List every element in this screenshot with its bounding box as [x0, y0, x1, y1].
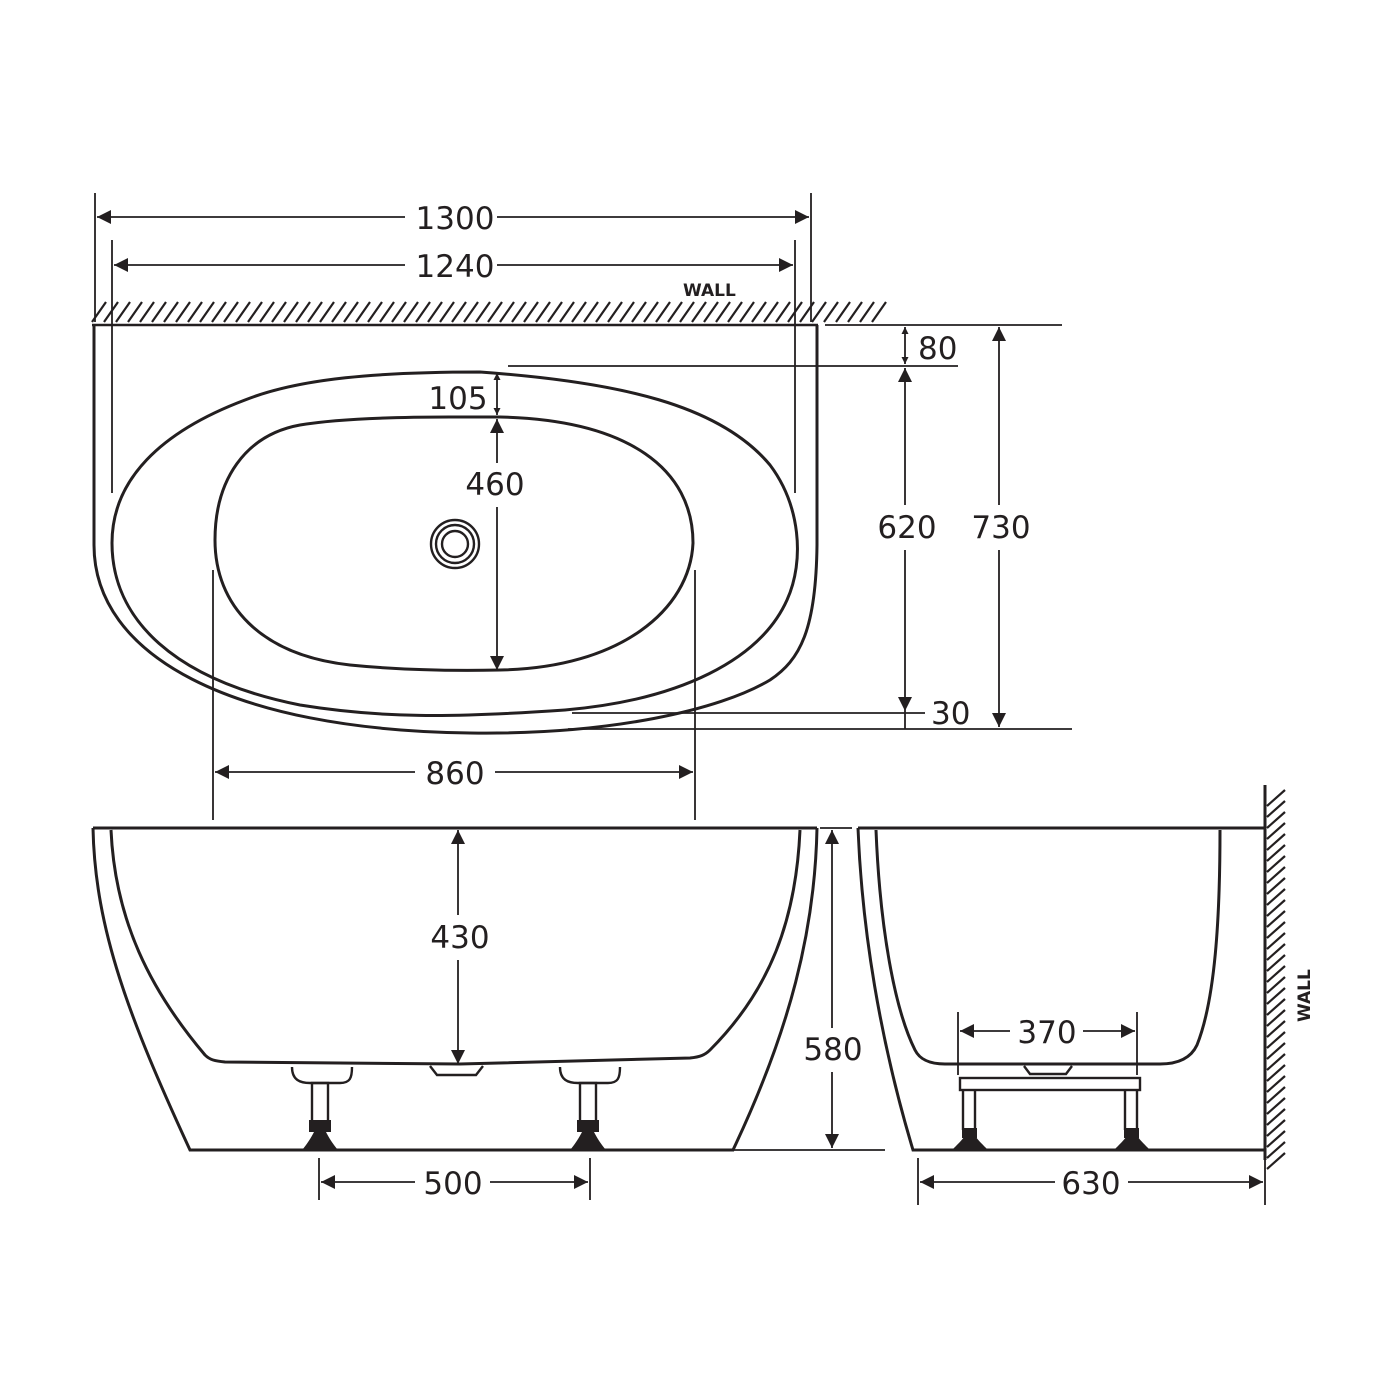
dim-rim-width: 105 [428, 373, 501, 417]
dim-1300-label: 1300 [416, 201, 495, 237]
dim-inner-depth: 430 [430, 830, 490, 1064]
side-elevation: WALL 370 [856, 785, 1315, 1205]
side-outer-shell [856, 827, 1265, 1152]
wall-label-side: WALL [1295, 969, 1315, 1022]
dim-overall-depth: 630 [917, 1158, 1266, 1205]
dim-inner-length: 1240 [111, 240, 796, 493]
drain-icon [429, 518, 481, 570]
dim-500-label: 500 [423, 1166, 482, 1202]
dim-overall-length: 1300 [94, 193, 812, 322]
side-inner-bowl [874, 829, 1222, 1066]
dim-frame-width: 370 [957, 1012, 1138, 1075]
plan-view: WALL 1300 1240 [91, 193, 1072, 820]
dim-370-label: 370 [1017, 1015, 1076, 1051]
wall-label-top: WALL [683, 281, 736, 301]
dim-620-label: 620 [877, 510, 936, 546]
bath-rim-outline [110, 370, 799, 717]
dim-inner-width: 620 [877, 368, 937, 729]
front-outer-shell [91, 827, 819, 1152]
bath-bowl-outline [213, 415, 695, 672]
dim-80-label: 80 [918, 331, 957, 367]
front-leg-left [290, 1066, 354, 1150]
dim-overall-width: 730 [971, 327, 1031, 727]
front-inner-bowl [109, 829, 802, 1066]
dim-1240-label: 1240 [416, 249, 495, 285]
front-elevation: 430 580 500 [91, 826, 885, 1202]
dim-30-label: 30 [931, 696, 970, 732]
dim-730-label: 730 [971, 510, 1030, 546]
dim-wall-offset: 80 [901, 327, 957, 367]
top-wall-hatch [91, 301, 887, 327]
dim-630-label: 630 [1061, 1166, 1120, 1202]
dim-floor-length: 860 [212, 570, 696, 820]
dim-460-label: 460 [465, 467, 524, 503]
side-leg-frame [952, 1076, 1150, 1150]
dim-580-label: 580 [803, 1032, 862, 1068]
dim-860-label: 860 [425, 756, 484, 792]
dim-leg-spacing: 500 [318, 1158, 591, 1202]
dim-105-label: 105 [428, 381, 487, 417]
front-leg-right [558, 1066, 622, 1150]
dim-430-label: 430 [430, 920, 489, 956]
dim-bowl-width: 460 [465, 419, 525, 670]
bath-outer-outline [92, 325, 819, 735]
dim-overall-height: 580 [732, 827, 885, 1151]
